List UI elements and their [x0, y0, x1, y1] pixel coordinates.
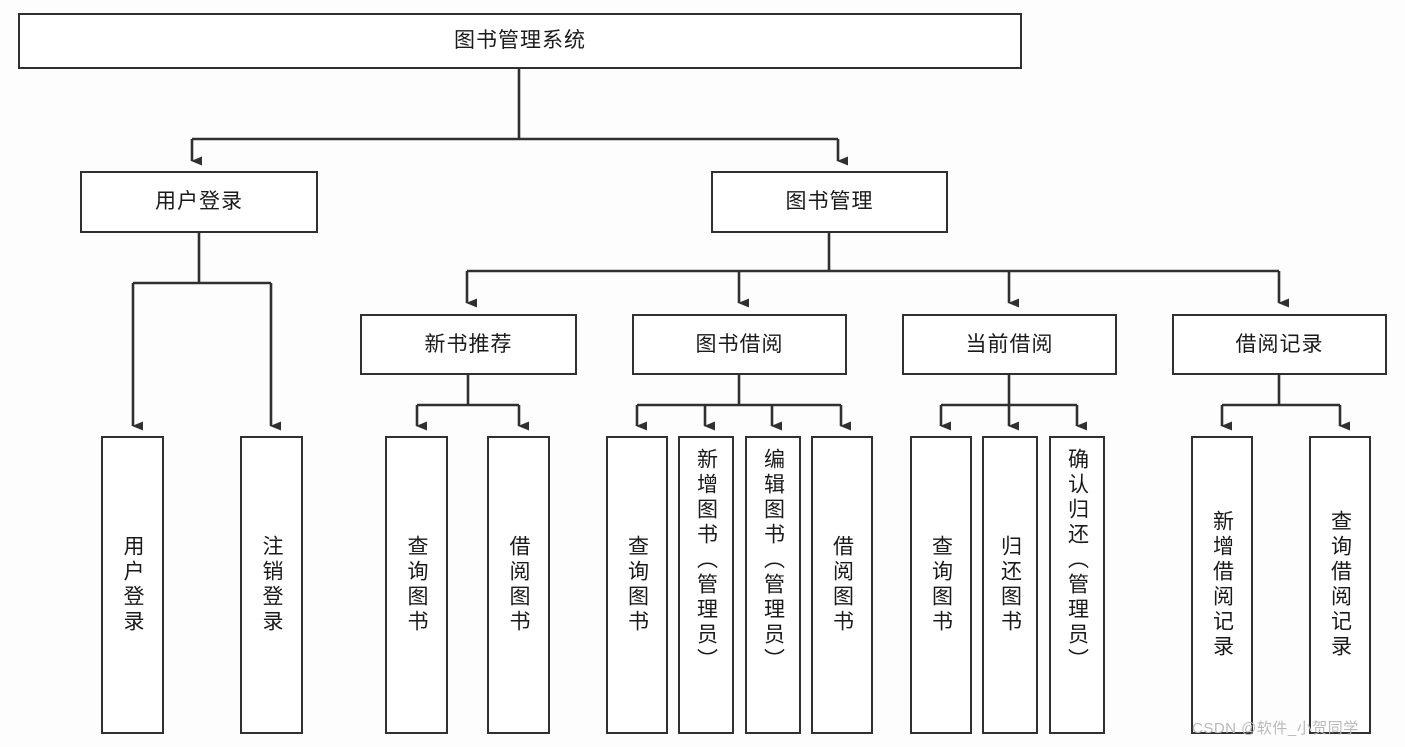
leaf-label: 借阅图书 — [507, 535, 530, 635]
leaf-user-login-logout[interactable]: 注销登录 — [240, 436, 303, 734]
leaf-label: 新增借阅记录 — [1210, 510, 1234, 660]
node-current-borrow[interactable]: 当前借阅 — [902, 314, 1117, 375]
leaf-borrow-borrow-book[interactable]: 借阅图书 — [811, 436, 873, 734]
leaf-label: 注销登录 — [260, 535, 283, 635]
node-book-management[interactable]: 图书管理 — [711, 171, 948, 233]
leaf-label: 查询图书 — [405, 535, 428, 635]
leaf-current-query-book[interactable]: 查询图书 — [910, 436, 972, 734]
leaf-record-query-record[interactable]: 查询借阅记录 — [1309, 436, 1371, 734]
leaf-label: 借阅图书 — [830, 535, 854, 635]
watermark: CSDN @软件_小贺同学 — [1192, 720, 1359, 737]
leaf-current-return-book[interactable]: 归还图书 — [982, 436, 1038, 734]
leaf-borrow-query-book[interactable]: 查询图书 — [606, 436, 668, 734]
node-book-borrow-label: 图书借阅 — [695, 332, 784, 356]
leaf-recommend-borrow-book[interactable]: 借阅图书 — [487, 436, 550, 734]
leaf-label: 确认归还（管理员） — [1065, 448, 1089, 673]
node-book-borrow[interactable]: 图书借阅 — [632, 314, 847, 375]
node-current-borrow-label: 当前借阅 — [965, 332, 1054, 356]
node-root-label: 图书管理系统 — [454, 29, 586, 53]
node-new-book-recommend-label: 新书推荐 — [424, 332, 513, 356]
leaf-user-login-login[interactable]: 用户登录 — [101, 436, 164, 734]
leaf-label: 编辑图书（管理员） — [761, 448, 785, 673]
node-borrow-record[interactable]: 借阅记录 — [1172, 314, 1387, 375]
leaf-label: 归还图书 — [998, 535, 1022, 635]
leaf-current-confirm-return[interactable]: 确认归还（管理员） — [1049, 436, 1105, 734]
leaf-label: 查询借阅记录 — [1328, 510, 1352, 660]
node-borrow-record-label: 借阅记录 — [1235, 332, 1324, 356]
leaf-label: 用户登录 — [121, 535, 144, 635]
leaf-label: 新增图书（管理员） — [694, 448, 718, 673]
node-book-management-label: 图书管理 — [785, 190, 874, 214]
node-user-login-label: 用户登录 — [155, 190, 243, 214]
leaf-borrow-add-book[interactable]: 新增图书（管理员） — [678, 436, 734, 734]
leaf-recommend-query-book[interactable]: 查询图书 — [385, 436, 448, 734]
leaf-label: 查询图书 — [929, 535, 953, 635]
node-root[interactable]: 图书管理系统 — [18, 13, 1022, 69]
leaf-borrow-edit-book[interactable]: 编辑图书（管理员） — [745, 436, 801, 734]
node-user-login[interactable]: 用户登录 — [80, 171, 318, 233]
leaf-label: 查询图书 — [625, 535, 649, 635]
node-new-book-recommend[interactable]: 新书推荐 — [360, 314, 577, 375]
leaf-record-add-record[interactable]: 新增借阅记录 — [1191, 436, 1253, 734]
